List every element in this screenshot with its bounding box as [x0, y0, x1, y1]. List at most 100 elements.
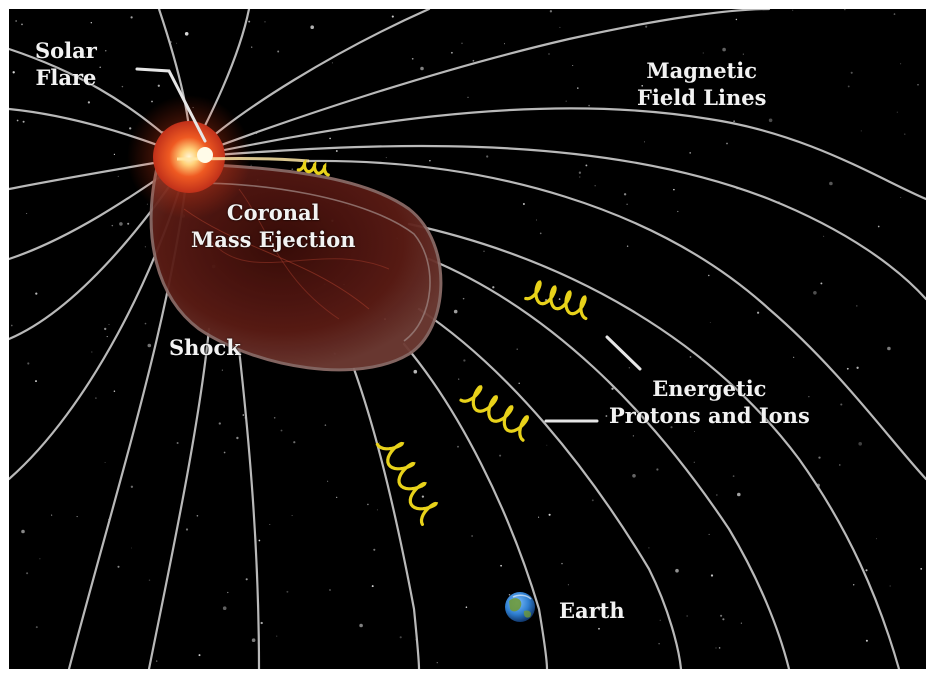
star [147, 343, 152, 348]
star [35, 626, 38, 629]
star [198, 654, 201, 657]
star [91, 351, 93, 353]
star [218, 422, 221, 425]
star [548, 53, 550, 55]
star [693, 431, 695, 433]
star [411, 57, 414, 60]
star [457, 445, 459, 448]
field-line [187, 9, 771, 159]
star [567, 584, 569, 586]
star [722, 47, 726, 52]
star [376, 509, 378, 511]
star [865, 569, 868, 572]
star [858, 442, 862, 446]
star [127, 222, 130, 225]
star [856, 366, 859, 369]
star [720, 614, 723, 617]
star [889, 585, 891, 587]
star [151, 100, 153, 103]
magnetic-field-lines-label-line2: Field Lines [637, 85, 767, 110]
star [399, 636, 402, 639]
star [227, 591, 229, 594]
star [458, 378, 460, 380]
star [87, 101, 91, 104]
star [693, 461, 695, 463]
energetic-particles-pointer-upper [605, 335, 642, 371]
star [335, 150, 338, 152]
star [461, 42, 463, 45]
star [486, 155, 489, 158]
star [735, 18, 738, 21]
star [659, 619, 661, 621]
star [808, 396, 810, 398]
star [144, 246, 146, 248]
star [329, 589, 331, 591]
star [839, 464, 841, 466]
star [578, 171, 582, 174]
star [104, 327, 107, 331]
star [658, 643, 660, 645]
field-line [407, 222, 901, 669]
star [572, 64, 574, 67]
star [269, 524, 271, 526]
solar-flare-label-line2: Flare [35, 65, 97, 90]
star [293, 441, 296, 444]
star [792, 9, 794, 11]
energetic-particles-label-line2: Protons and Ions [609, 403, 810, 428]
star [144, 322, 147, 325]
star [813, 291, 817, 295]
energetic-particles-label: Energetic Protons and Ions [609, 375, 810, 429]
star [611, 387, 614, 390]
star [846, 367, 849, 370]
star [623, 193, 627, 196]
star [104, 462, 106, 464]
star [844, 9, 846, 11]
star [726, 142, 728, 145]
star [453, 309, 458, 314]
star [248, 20, 251, 23]
star [708, 274, 710, 277]
star [260, 621, 263, 625]
star [860, 130, 862, 132]
star [920, 568, 923, 570]
star [148, 579, 151, 581]
star [119, 222, 123, 226]
star [632, 435, 635, 437]
star [146, 203, 148, 205]
star [155, 660, 158, 662]
star [21, 23, 23, 26]
star [450, 51, 453, 54]
field-line [352, 367, 421, 669]
star [577, 87, 579, 89]
star [538, 516, 540, 518]
star [250, 164, 252, 166]
star [113, 390, 116, 392]
star [588, 104, 590, 107]
star [273, 417, 276, 419]
star [385, 157, 387, 159]
star [718, 647, 721, 649]
star [324, 424, 327, 426]
star [737, 492, 741, 497]
solar-flare-pointer [135, 67, 207, 143]
star [546, 444, 548, 446]
star [852, 584, 855, 586]
star [598, 627, 600, 630]
star [185, 528, 189, 531]
star [157, 84, 160, 87]
star [503, 43, 506, 45]
star [591, 499, 594, 502]
shock-label: Shock [169, 335, 241, 360]
starfield [10, 9, 923, 664]
star [286, 590, 289, 593]
star [522, 203, 525, 205]
star [251, 46, 253, 48]
star [539, 232, 542, 235]
star [628, 367, 630, 369]
star [111, 224, 114, 227]
field-line [187, 107, 926, 201]
star [184, 32, 189, 36]
star [877, 225, 880, 228]
energetic-particles-label-line1: Energetic [652, 376, 767, 401]
star [708, 533, 710, 535]
